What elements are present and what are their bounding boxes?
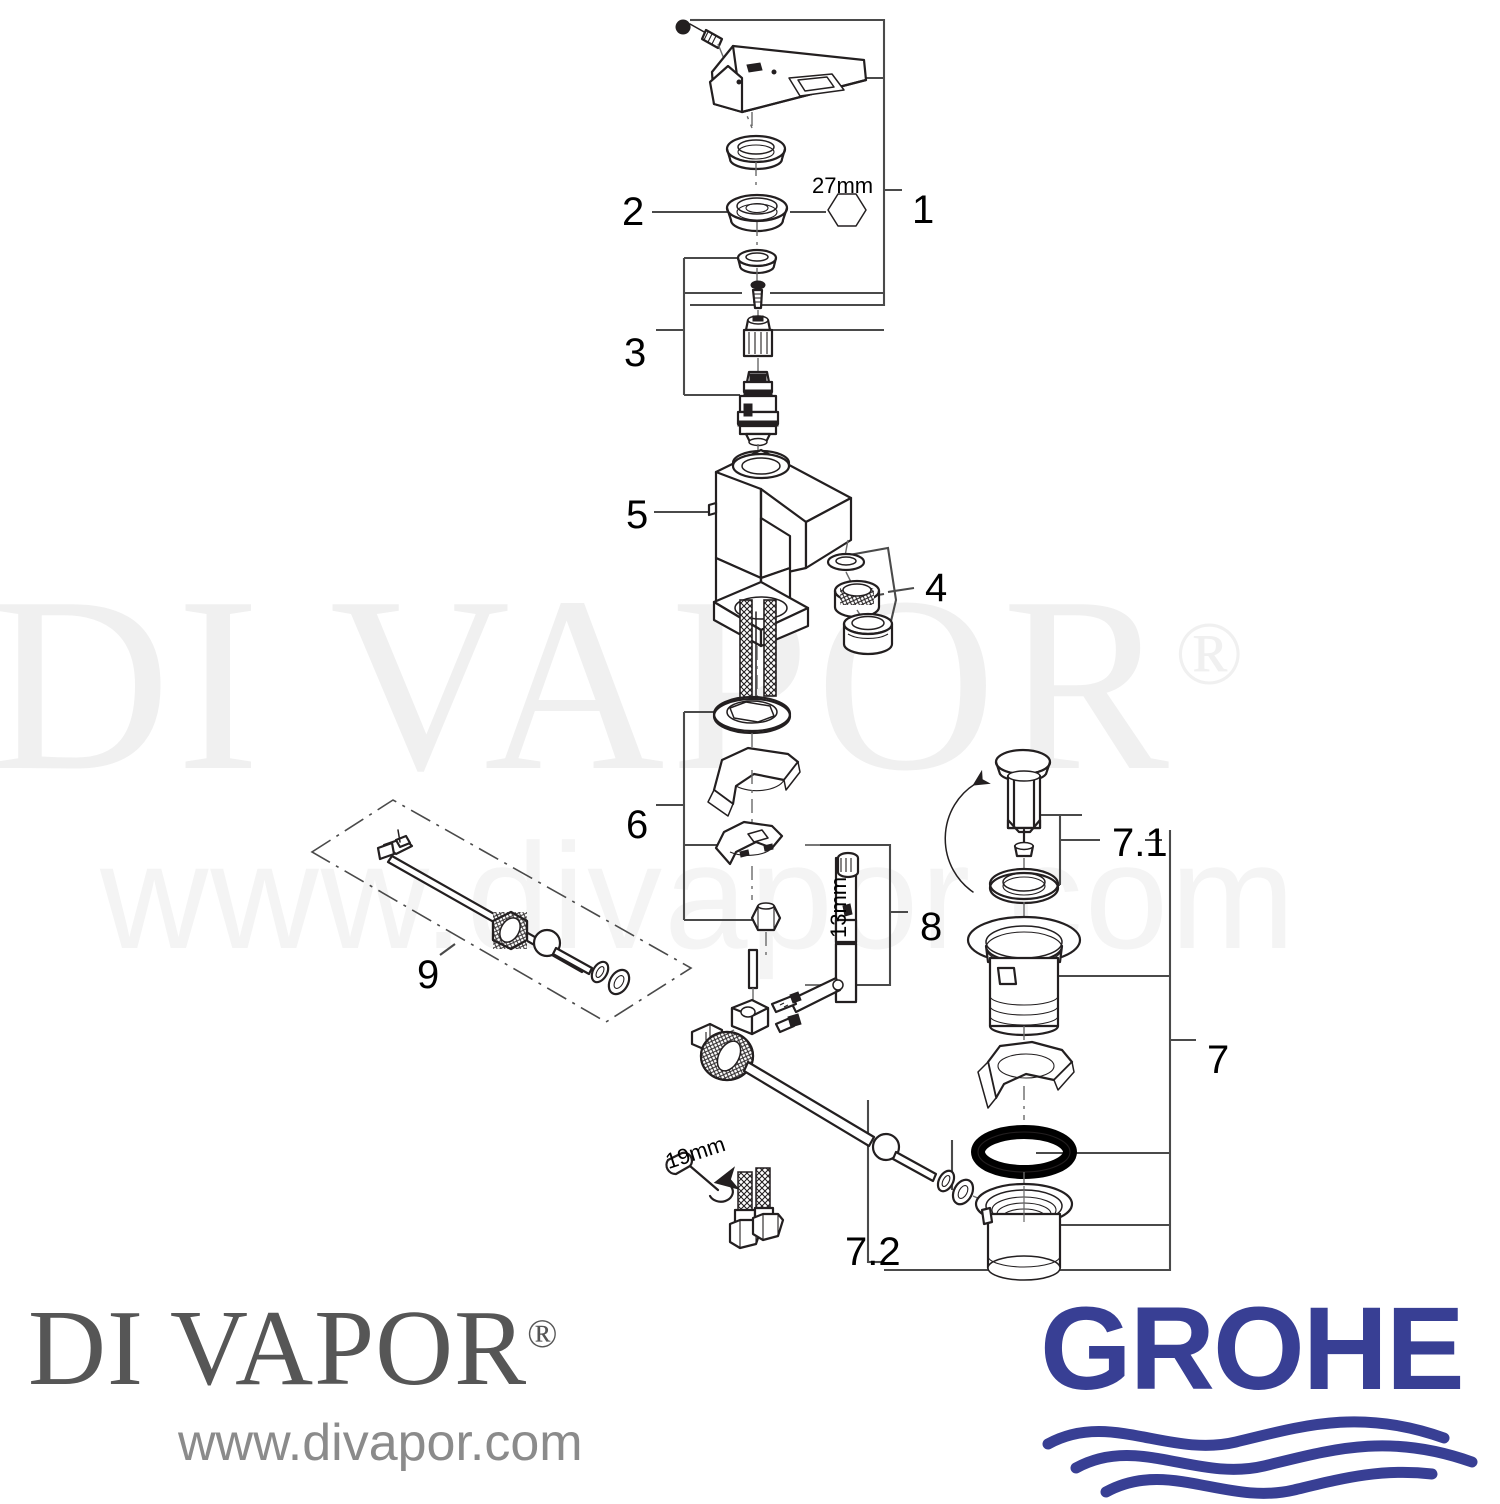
divapor-registered-icon: ® — [527, 1311, 559, 1356]
annotation-13mm: 13mm — [826, 876, 851, 938]
divapor-name: DI VAPOR — [28, 1289, 528, 1408]
part-linkage-kit — [376, 829, 631, 996]
hexagon-nut-icon — [827, 193, 867, 227]
part-flexible-tails — [728, 1167, 785, 1250]
part-cartridge-assembly — [736, 280, 780, 462]
callout-label-9: 9 — [417, 953, 440, 997]
callout-label-6: 6 — [626, 803, 649, 847]
grohe-wordmark: GROHE — [1040, 1283, 1465, 1415]
callout-label-7-2: 7.2 — [845, 1230, 901, 1274]
annotation-27mm: 27mm — [812, 173, 874, 198]
part-aerator — [826, 539, 894, 656]
spanner-icon — [665, 1151, 740, 1203]
grohe-waves-icon — [1042, 1416, 1478, 1499]
part-faucet-body — [707, 448, 853, 713]
callout-label-2: 2 — [622, 190, 645, 234]
callout-label-4: 4 — [925, 566, 948, 610]
divapor-url[interactable]: www.divapor.com — [178, 1414, 583, 1472]
callout-label-1: 1 — [912, 188, 935, 232]
callout-label-7: 7 — [1207, 1038, 1230, 1082]
part-popup-linkage — [690, 948, 997, 1207]
part-popup-knob — [944, 748, 1060, 926]
callout-label-8: 8 — [920, 905, 943, 949]
grohe-logo: GROHE — [1040, 1290, 1490, 1504]
part-cap-ring-nut — [725, 134, 789, 283]
callout-label-3: 3 — [624, 331, 647, 375]
part-handle-lever — [675, 19, 868, 132]
part-allen-key — [788, 851, 860, 1014]
divapor-wordmark: DI VAPOR® — [28, 1295, 788, 1403]
divapor-logo: DI VAPOR® www.divapor.com — [28, 1295, 788, 1473]
part-fixing-set — [707, 695, 801, 960]
callout-label-5: 5 — [626, 493, 649, 537]
callout-label-7-1: 7.1 — [1112, 821, 1168, 865]
part-waste-body — [966, 915, 1082, 1281]
